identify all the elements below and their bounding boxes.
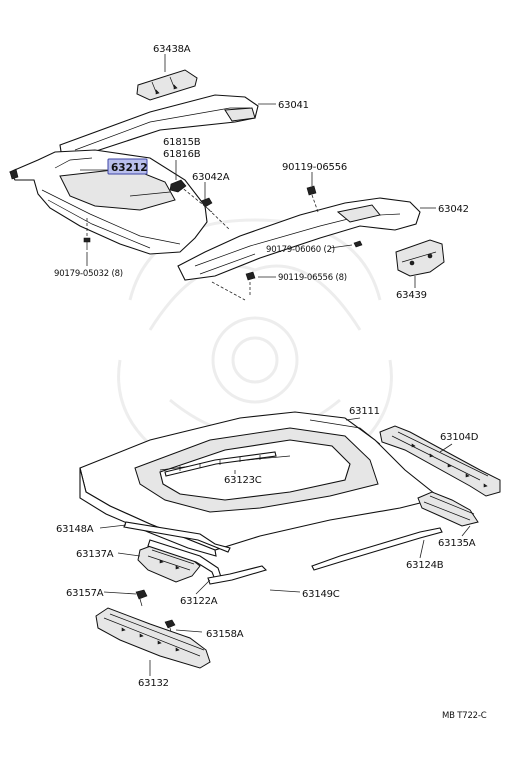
leader-lines-lower xyxy=(99,417,471,676)
label-63124B: 63124B xyxy=(406,560,444,571)
part-63439[interactable] xyxy=(395,239,445,277)
part-63148A[interactable] xyxy=(123,521,231,553)
part-63123C[interactable] xyxy=(164,451,277,477)
part-63212-panel[interactable] xyxy=(9,149,208,255)
part-63042[interactable] xyxy=(177,197,421,281)
label-63122A: 63122A xyxy=(180,596,218,607)
label-63438A: 63438A xyxy=(153,44,191,55)
part-63111-roof-panel[interactable] xyxy=(79,411,442,557)
label-63042: 63042 xyxy=(438,204,469,215)
label-63439: 63439 xyxy=(396,290,427,301)
label-63157A: 63157A xyxy=(66,588,104,599)
label-61815B: 61815B xyxy=(163,137,201,148)
part-90179-05032-screw[interactable] xyxy=(83,218,91,250)
label-63041: 63041 xyxy=(278,100,309,111)
label-63212: 63212 xyxy=(111,162,148,174)
footer-code: MB T722-C xyxy=(442,711,487,721)
part-63149C[interactable] xyxy=(207,565,268,585)
part-90119-06556-bolt-bottom[interactable] xyxy=(245,271,256,296)
part-63438A[interactable] xyxy=(136,69,198,101)
part-63041[interactable] xyxy=(59,94,259,159)
label-63149C: 63149C xyxy=(302,589,340,600)
part-63157A-clip[interactable] xyxy=(135,589,148,607)
part-90119-06556-bolt-top[interactable] xyxy=(306,185,319,213)
highlight-63212-box[interactable] xyxy=(107,158,148,175)
label-63158A: 63158A xyxy=(206,629,244,640)
label-90119-06556-top: 90119-06556 xyxy=(282,162,347,173)
leader-lines-upper xyxy=(80,54,436,288)
label-63148A: 63148A xyxy=(56,524,94,535)
label-63137A: 63137A xyxy=(76,549,114,560)
part-63104D[interactable] xyxy=(379,425,501,497)
label-63111: 63111 xyxy=(349,406,380,417)
part-63132[interactable] xyxy=(95,607,211,669)
label-63104D: 63104D xyxy=(440,432,479,443)
part-63135A[interactable] xyxy=(417,491,479,527)
part-61815B-clip[interactable] xyxy=(169,179,187,193)
label-90179-06060: 90179-06060 (2) xyxy=(266,245,335,255)
label-61816B: 61816B xyxy=(163,149,201,160)
label-90179-05032: 90179-05032 (8) xyxy=(54,269,123,279)
part-labels: 63438A 63041 61815B 61816B 63212 63042A … xyxy=(54,44,487,721)
assembly-lines-upper xyxy=(179,185,246,301)
part-63124B[interactable] xyxy=(311,527,443,571)
label-63135A: 63135A xyxy=(438,538,476,549)
part-90179-06060-nut[interactable] xyxy=(353,240,363,248)
label-63042A: 63042A xyxy=(192,172,230,183)
label-90119-06556-bot: 90119-06556 (8) xyxy=(278,273,347,283)
label-63123C: 63123C xyxy=(224,475,262,486)
label-63132: 63132 xyxy=(138,678,169,689)
